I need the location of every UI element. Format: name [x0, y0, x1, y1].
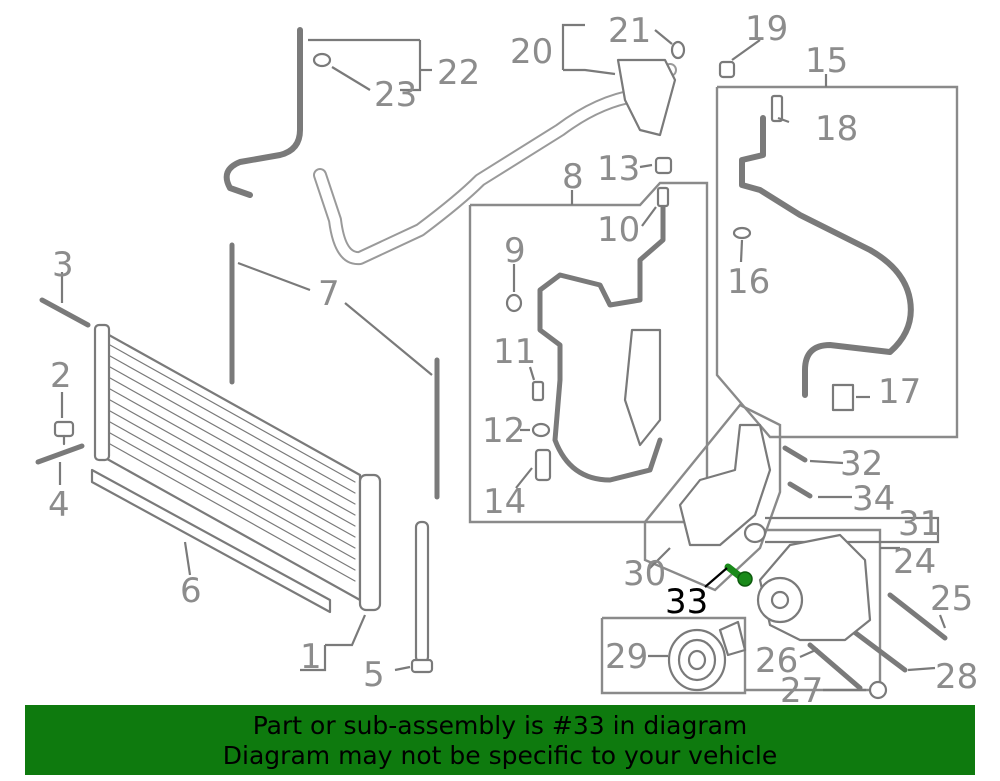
group-box-24: [745, 528, 882, 692]
compressor: [756, 533, 872, 642]
spacer-31: [743, 522, 767, 544]
pin-4: [35, 443, 85, 465]
callout-21: 21: [608, 11, 651, 51]
pin-3: [39, 297, 91, 328]
callout-33: 33: [665, 582, 708, 622]
parts-diagram: 1 2 3 4 5 6 7 8 9 10 11 12 13 14 15 16 1…: [35, 9, 978, 705]
tube-8: [537, 192, 666, 483]
leader-lines: [58, 23, 947, 692]
callout-31: 31: [898, 504, 941, 544]
banner-line-1: Part or sub-assembly is #33 in diagram: [252, 711, 748, 740]
callout-32: 32: [840, 444, 883, 484]
callout-13: 13: [597, 149, 640, 189]
callout-18: 18: [815, 109, 858, 149]
cap-19: [718, 60, 736, 79]
group-box-8: [468, 181, 709, 524]
o-ring-9: [505, 293, 523, 313]
info-banner: Part or sub-assembly is #33 in diagram D…: [25, 705, 975, 775]
callout-30: 30: [623, 554, 666, 594]
callout-3: 3: [52, 245, 74, 285]
tube-15: [739, 115, 914, 398]
o-ring-23: [312, 52, 332, 68]
callout-10: 10: [597, 210, 640, 250]
o-ring-16: [732, 226, 752, 240]
callout-6: 6: [180, 571, 202, 611]
group-box-15: [715, 85, 959, 439]
callout-22: 22: [437, 53, 480, 93]
callout-15: 15: [805, 41, 848, 81]
callout-24: 24: [893, 542, 936, 582]
group-box-29: [600, 616, 747, 695]
valve-11: [531, 380, 545, 402]
callout-7: 7: [318, 274, 340, 314]
valve-10: [656, 186, 670, 208]
callout-23: 23: [374, 75, 417, 115]
callout-5: 5: [363, 655, 385, 695]
receiver-drier: [410, 520, 434, 674]
bolt-32: [782, 445, 808, 463]
callout-8: 8: [562, 157, 584, 197]
callout-2: 2: [50, 356, 72, 396]
callout-17: 17: [878, 372, 921, 412]
callout-9: 9: [504, 231, 526, 271]
callout-16: 16: [727, 262, 770, 302]
callout-12: 12: [482, 411, 525, 451]
bracket-30: [678, 423, 772, 547]
nut-27: [868, 680, 888, 700]
seal-strip: [90, 468, 332, 614]
bracket-31: [765, 516, 940, 544]
callout-28: 28: [935, 657, 978, 697]
callout-1: 1: [300, 637, 322, 677]
callout-29: 29: [605, 637, 648, 677]
bolt-34: [787, 481, 813, 499]
condenser-assembly: [93, 323, 382, 612]
callout-20: 20: [510, 32, 553, 72]
hose-20-block: [616, 58, 677, 137]
valve-18: [770, 94, 784, 123]
valve-14: [534, 448, 552, 482]
callout-11: 11: [493, 332, 536, 372]
banner-line-2: Diagram may not be specific to your vehi…: [222, 741, 778, 770]
callout-25: 25: [930, 579, 973, 619]
callout-26: 26: [755, 641, 798, 681]
bolt-26: [807, 642, 863, 691]
callout-19: 19: [745, 9, 788, 49]
callout-27: 27: [780, 671, 823, 705]
clutch-pulley: [667, 620, 747, 692]
callout-4: 4: [48, 485, 70, 525]
bolt-33-highlight[interactable]: [724, 563, 753, 587]
clip-2: [53, 420, 75, 446]
tube-22: [223, 27, 303, 198]
o-ring-12: [531, 422, 551, 438]
flange-17: [831, 383, 855, 412]
group-box-30: [643, 403, 782, 592]
muffler-8: [623, 328, 662, 447]
cap-13: [654, 156, 673, 175]
callout-14: 14: [483, 482, 526, 522]
callout-34: 34: [852, 479, 895, 519]
bolt-25: [887, 592, 948, 641]
o-ring-21: [670, 40, 686, 60]
